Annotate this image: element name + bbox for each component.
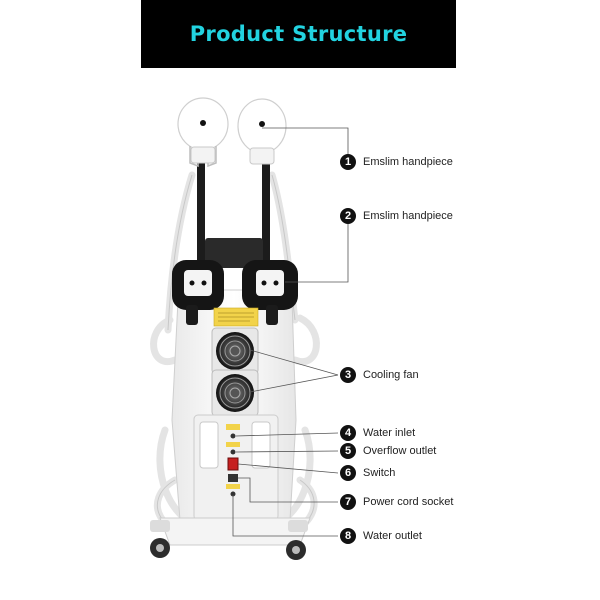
callout-7: 7 Power cord socket — [340, 493, 453, 511]
callout-badge: 2 — [340, 208, 356, 224]
callout-4: 4 Water inlet — [340, 424, 415, 442]
callout-label: Cooling fan — [363, 369, 419, 381]
wheel-right — [286, 540, 306, 560]
callout-label: Emslim handpiece — [363, 156, 453, 168]
callout-badge: 5 — [340, 443, 356, 459]
water-outlet-port — [230, 491, 236, 497]
wheel-left — [150, 538, 170, 558]
callout-2: 2 Emslim handpiece — [340, 207, 453, 225]
handpiece-2-holder — [237, 98, 287, 165]
power-socket — [228, 474, 238, 482]
callout-label: Water outlet — [363, 530, 422, 542]
callout-label: Power cord socket — [363, 496, 454, 508]
water-inlet-port — [230, 433, 236, 439]
callout-1: 1 Emslim handpiece — [340, 153, 453, 171]
callout-badge: 1 — [340, 154, 356, 170]
callout-3: 3 Cooling fan — [340, 366, 419, 384]
callout-label: Water inlet — [363, 427, 416, 439]
page-title: Product Structure — [189, 22, 408, 46]
title-banner: Product Structure — [141, 0, 456, 68]
callout-badge: 4 — [340, 425, 356, 441]
left-pole — [197, 160, 205, 260]
callout-label: Overflow outlet — [363, 445, 437, 457]
callout-badge: 3 — [340, 367, 356, 383]
callout-badge: 6 — [340, 465, 356, 481]
overflow-outlet-port — [230, 449, 236, 455]
callout-badge: 8 — [340, 528, 356, 544]
black-handpiece-right — [242, 260, 298, 325]
callout-label: Switch — [363, 467, 396, 479]
base — [159, 517, 311, 546]
cooling-fan-bottom — [211, 369, 259, 417]
callout-5: 5 Overflow outlet — [340, 442, 436, 460]
handpiece-1-holder — [177, 97, 229, 168]
callout-label: Emslim handpiece — [363, 210, 453, 222]
callout-badge: 7 — [340, 494, 356, 510]
rear-panel — [205, 238, 263, 268]
callout-8: 8 Water outlet — [340, 527, 422, 545]
callout-6: 6 Switch — [340, 464, 395, 482]
cooling-fan-top — [211, 327, 259, 375]
black-handpiece-left — [172, 260, 224, 325]
power-switch — [227, 457, 239, 471]
right-pole — [262, 160, 270, 260]
